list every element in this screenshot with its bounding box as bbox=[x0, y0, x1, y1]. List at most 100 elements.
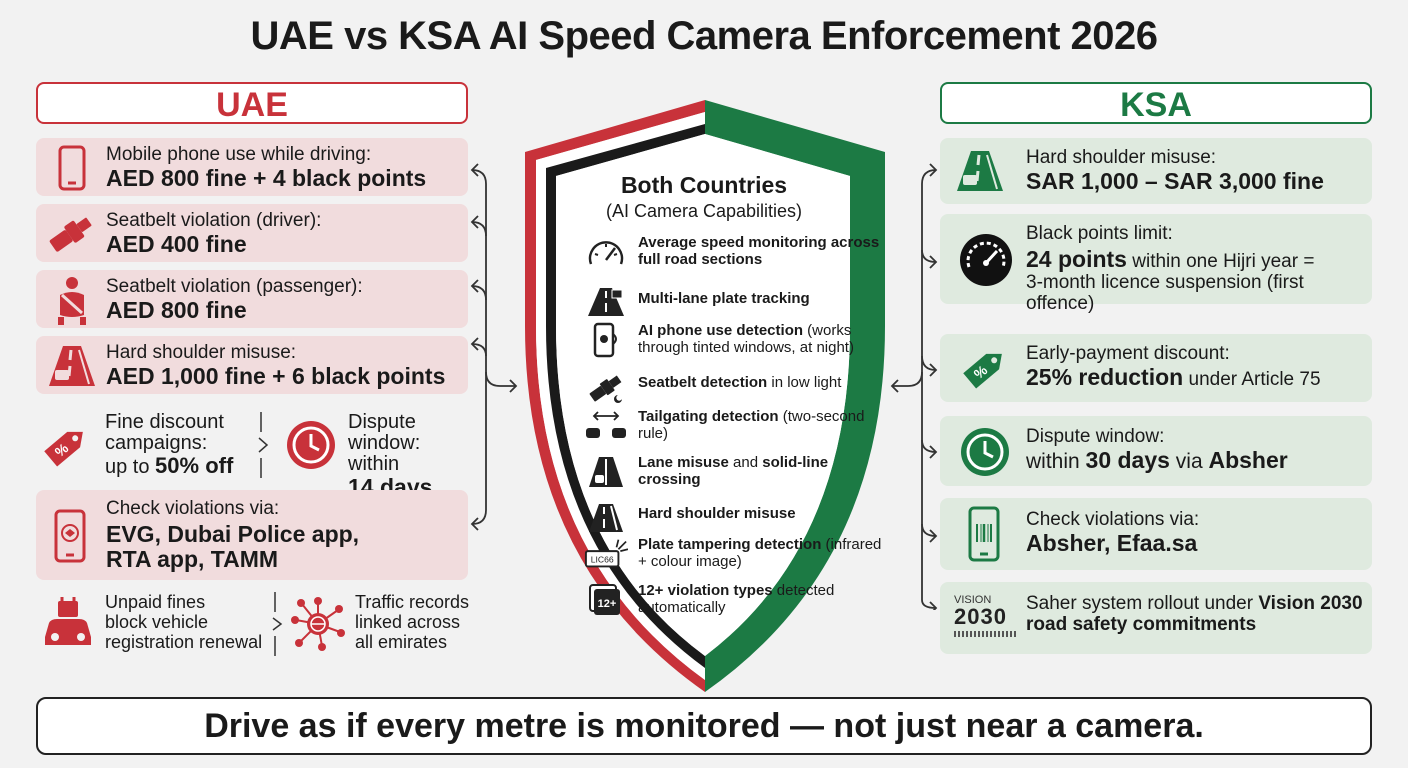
hard-shoulder-road-icon bbox=[44, 342, 100, 390]
clock-icon bbox=[284, 418, 338, 472]
capability-hard-shoulder-text: Hard shoulder misuse bbox=[638, 505, 796, 522]
plate-tamper-icon: LIC66 bbox=[584, 536, 628, 572]
vision-logo-top: VISION bbox=[954, 594, 992, 606]
ksa-early-payment-value: 25% reduction bbox=[1026, 363, 1184, 390]
speedometer-icon bbox=[584, 234, 628, 270]
uae-discount-divider bbox=[258, 412, 269, 478]
capability-tailgating-rest: (two-second rule) bbox=[638, 408, 865, 443]
capability-violation-types-bold: 12+ violation types bbox=[638, 582, 773, 599]
capability-phone-detection-rest: (works through tinted windows, at night) bbox=[638, 322, 854, 357]
uae-seatbelt-passenger-value: AED 800 fine bbox=[106, 296, 247, 323]
ksa-early-payment-card: % Early-payment discount: 25% reduction … bbox=[940, 334, 1372, 402]
uae-discount-text: Fine discount campaigns: up to 50% off bbox=[105, 412, 255, 478]
uae-phone-label: Mobile phone use while driving: bbox=[106, 144, 372, 165]
capability-seatbelt-bold: Seatbelt detection bbox=[638, 374, 768, 391]
center-title: Both Countries bbox=[620, 172, 788, 198]
uae-seatbelt-passenger-label: Seatbelt violation (passenger): bbox=[106, 276, 363, 297]
ksa-saher-pre: Saher system rollout under bbox=[1026, 593, 1259, 614]
uae-phone-card: Mobile phone use while driving: AED 800 … bbox=[36, 138, 468, 196]
center-subtitle: (AI Camera Capabilities) bbox=[605, 201, 803, 221]
capability-violation-types-rest: detected automatically bbox=[638, 582, 835, 617]
capability-plate-tampering-bold: Plate tampering detection bbox=[638, 536, 822, 553]
ksa-black-points-card: Black points limit: 24 points within one… bbox=[940, 214, 1372, 314]
multilane-road-icon bbox=[584, 284, 628, 320]
uae-dispute-line2: within bbox=[348, 453, 400, 475]
lane-icon bbox=[584, 454, 628, 490]
capability-lane-misuse-text: Lane misuse and solid-line crossing bbox=[638, 454, 888, 489]
ksa-connector-bracket bbox=[890, 163, 938, 610]
capability-lane-misuse-bold: Lane misuse bbox=[638, 454, 729, 471]
capability-violation-types: 12+ 12+ violation types detected automat… bbox=[584, 582, 884, 622]
ksa-dispute-absher: Absher bbox=[1208, 446, 1288, 473]
uae-records-line1: Traffic records bbox=[355, 592, 470, 612]
capability-phone-detection-text: AI phone use detection (works through ti… bbox=[638, 322, 888, 357]
capability-lane-misuse: Lane misuse and solid-line crossing bbox=[584, 454, 884, 494]
capability-plate-tampering: LIC66 Plate tampering detection (infrare… bbox=[584, 536, 884, 576]
uae-seatbelt-driver-card: Seatbelt violation (driver): AED 400 fin… bbox=[36, 204, 468, 262]
uae-unpaid-line3: registration renewal bbox=[105, 631, 263, 652]
ksa-black-points-value: 24 points bbox=[1026, 245, 1127, 272]
ksa-saher-vision: Vision 2030 bbox=[1258, 593, 1363, 614]
ksa-hard-shoulder-label: Hard shoulder misuse: bbox=[1026, 147, 1217, 168]
uae-discount-amount: 50% off bbox=[155, 453, 234, 478]
capability-violation-types-text: 12+ violation types detected automatical… bbox=[638, 582, 888, 617]
footer-banner: Drive as if every metre is monitored — n… bbox=[36, 697, 1372, 755]
capability-multilane-text: Multi-lane plate tracking bbox=[638, 290, 810, 307]
gauge-icon bbox=[958, 232, 1014, 288]
seatbelt-icon bbox=[584, 370, 628, 406]
uae-check-line1: EVG, Dubai Police app, bbox=[106, 520, 360, 547]
ksa-discount-tag-icon: % bbox=[958, 342, 1012, 394]
car-lock-icon bbox=[40, 596, 96, 652]
uae-hard-shoulder-label: Hard shoulder misuse: bbox=[106, 342, 297, 363]
uae-seatbelt-driver-label: Seatbelt violation (driver): bbox=[106, 210, 322, 231]
ksa-phone-barcode-icon bbox=[966, 506, 1002, 562]
uae-unpaid-text: Unpaid fines block vehicle registration … bbox=[105, 592, 270, 652]
page-title: UAE vs KSA AI Speed Camera Enforcement 2… bbox=[250, 14, 1159, 58]
uae-seatbelt-driver-value: AED 400 fine bbox=[106, 230, 247, 257]
capability-plate-tampering-text: Plate tampering detection (infrared + co… bbox=[638, 536, 888, 571]
ksa-hard-shoulder-value: SAR 1,000 – SAR 3,000 fine bbox=[1026, 167, 1324, 194]
ksa-black-points-rest: within one Hijri year = bbox=[1126, 250, 1315, 272]
seated-passenger-icon bbox=[50, 274, 94, 326]
ksa-hard-shoulder-road-icon bbox=[952, 148, 1008, 194]
capability-tailgating-text: Tailgating detection (two-second rule) bbox=[638, 408, 888, 443]
ksa-black-points-label: Black points limit: bbox=[1026, 223, 1173, 244]
vision-logo-pattern bbox=[954, 631, 1016, 637]
uae-records-text: Traffic records linked across all emirat… bbox=[355, 592, 475, 652]
capability-plate-tampering-rest: (infrared + colour image) bbox=[638, 536, 882, 571]
ksa-dispute-mid: via bbox=[1169, 449, 1209, 473]
uae-check-card: Check violations via: EVG, Dubai Police … bbox=[36, 490, 468, 580]
uae-seatbelt-passenger-card: Seatbelt violation (passenger): AED 800 … bbox=[36, 270, 468, 328]
ksa-dispute-pre: within bbox=[1026, 449, 1086, 473]
ksa-early-payment-label: Early-payment discount: bbox=[1026, 343, 1230, 364]
ksa-black-points-line3: 3-month licence suspension (first offenc… bbox=[1026, 271, 1304, 314]
capability-average-speed: Average speed monitoring across full roa… bbox=[584, 234, 884, 274]
police-app-icon bbox=[52, 508, 88, 564]
uae-hard-shoulder-card: Hard shoulder misuse: AED 1,000 fine + 6… bbox=[36, 336, 468, 394]
uae-dispute-text: Dispute window: within 14 days bbox=[348, 411, 478, 500]
capability-seatbelt-rest: in low light bbox=[767, 374, 842, 391]
uae-records-line2: linked across bbox=[355, 611, 461, 632]
capability-tailgating-bold: Tailgating detection bbox=[638, 408, 779, 425]
vision-logo-year: 2030 bbox=[954, 604, 1007, 629]
uae-discount-line3: up to bbox=[105, 456, 156, 478]
uae-check-line2: RTA app, TAMM bbox=[106, 546, 279, 573]
uae-connector-bracket bbox=[470, 163, 518, 531]
uae-discount-line2: campaigns: bbox=[105, 432, 208, 454]
ksa-early-payment-rest: under Article 75 bbox=[1183, 368, 1321, 390]
uae-hard-shoulder-value: AED 1,000 fine + 6 black points bbox=[106, 362, 446, 389]
capability-lane-misuse-rest: and bbox=[728, 454, 763, 471]
uae-check-label: Check violations via: bbox=[106, 498, 280, 519]
discount-tag-icon: % bbox=[38, 420, 94, 472]
seatbelt-buckle-icon bbox=[46, 210, 96, 258]
ksa-dispute-card: Dispute window: within 30 days via Abshe… bbox=[940, 416, 1372, 486]
plate-text: LIC66 bbox=[591, 555, 614, 565]
tailgating-icon bbox=[584, 408, 628, 444]
uae-dispute-line1: Dispute window: bbox=[348, 411, 421, 454]
phone-detection-icon bbox=[584, 322, 628, 358]
ksa-check-label: Check violations via: bbox=[1026, 509, 1200, 530]
uae-unpaid-line1: Unpaid fines bbox=[105, 592, 206, 612]
network-globe-icon bbox=[290, 596, 346, 652]
violation-types-icon: 12+ bbox=[584, 582, 628, 618]
capability-tailgating: Tailgating detection (two-second rule) bbox=[584, 408, 884, 448]
